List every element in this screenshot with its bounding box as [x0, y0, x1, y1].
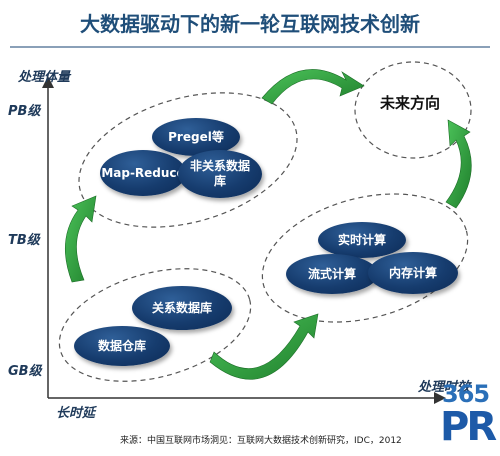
y-level-pb: PB级	[8, 104, 41, 119]
node-mapreduce: Map-Reduce	[100, 150, 186, 196]
node-pregel: Pregel等	[152, 118, 240, 156]
arrow-bottom-to-right	[209, 313, 319, 380]
x-axis-title: 处理时效	[418, 380, 471, 395]
node-in-memory-computing: 内存计算	[368, 252, 458, 294]
watermark-number: 365	[442, 380, 490, 408]
cluster-bottom-boundary	[58, 268, 252, 382]
cluster-future-boundary	[354, 61, 472, 159]
arrow-top-to-future	[261, 69, 365, 105]
cluster-right-boundary	[261, 193, 469, 323]
page-title: 大数据驱动下的新一轮互联网技术创新	[80, 12, 420, 36]
x-axis-origin-label: 长时延	[56, 406, 96, 421]
watermark-letters: PR	[440, 404, 497, 450]
cluster-top-boundary	[78, 92, 298, 228]
node-stream-computing: 流式计算	[286, 254, 378, 294]
arrow-bottom-to-top	[64, 195, 97, 283]
arrow-right-to-future	[445, 119, 472, 209]
future-direction-label: 未来方向	[380, 94, 441, 112]
node-relational-db: 关系数据库	[132, 286, 232, 330]
y-level-tb: TB级	[8, 233, 40, 248]
watermark-logo: 365 PR	[438, 380, 500, 456]
node-realtime-computing: 实时计算	[318, 222, 406, 258]
title-divider	[10, 46, 490, 48]
node-nonrelational-db: 非关系数据库	[178, 150, 262, 198]
node-data-warehouse: 数据仓库	[74, 326, 170, 366]
y-axis-title: 处理体量	[18, 70, 71, 85]
y-level-gb: GB级	[8, 364, 42, 379]
source-caption: 来源：中国互联网市场洞见：互联网大数据技术创新研究，IDC，2012	[120, 436, 402, 446]
